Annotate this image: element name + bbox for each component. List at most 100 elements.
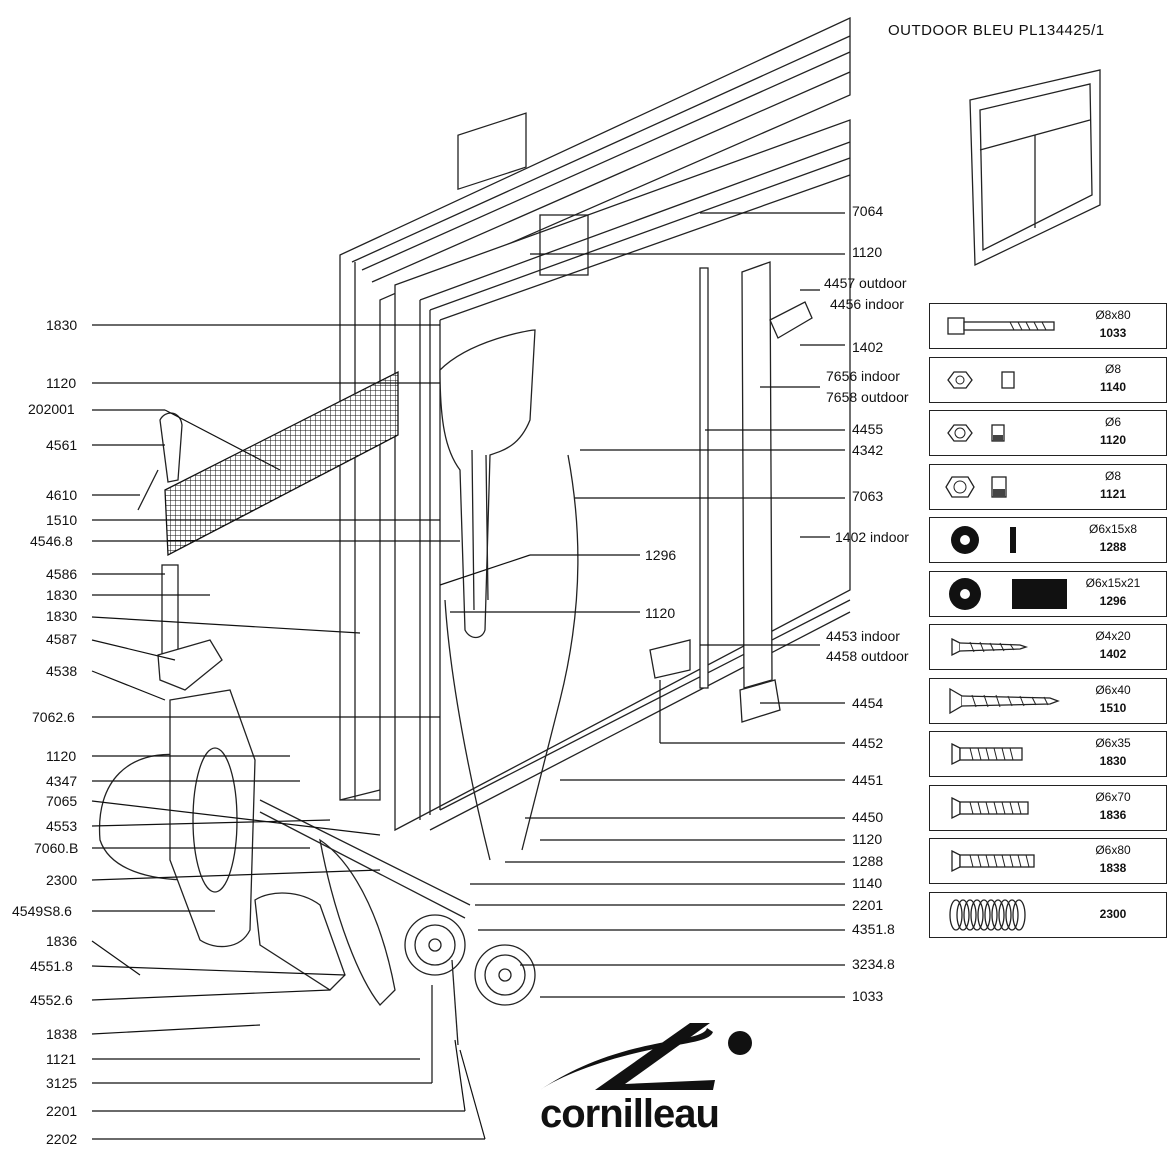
brand-name: cornilleau [540,1092,720,1136]
label-1140: 1140 [852,875,882,891]
label-1296: 1296 [645,547,676,563]
leader-lines [91,212,845,1140]
label-4538: 4538 [46,663,77,679]
legend-code: 1838 [1099,861,1127,875]
label-7062-6: 7062.6 [32,709,75,725]
legend-code: 1510 [1099,700,1127,715]
spacer-icon [949,577,1067,610]
spring-icon [949,898,1026,931]
legend-code: 1288 [1099,540,1127,554]
label-4453: 4453 indoor [826,628,900,644]
wood-screw-icon [951,637,1029,657]
label-4549s8-6: 4549S8.6 [12,903,72,919]
label-3125: 3125 [46,1075,77,1091]
nut-icon [947,370,1015,389]
legend-code: 1402 [1099,647,1127,661]
legend-code: 1121 [1099,486,1127,501]
brace-drawing [444,261,813,861]
label-4452: 4452 [852,735,883,751]
legend-row-1121: Ø8 1121 [929,463,1167,510]
label-4450: 4450 [852,809,883,825]
label-4456: 4456 indoor [830,296,904,312]
label-1836: 1836 [46,933,77,949]
label-4342: 4342 [852,442,883,458]
label-2201-left: 2201 [46,1103,77,1119]
legend-code: 1120 [1099,433,1127,447]
label-4546-8: 4546.8 [30,533,73,549]
legend-code: 1836 [1099,807,1127,822]
label-7063: 7063 [852,488,883,504]
label-4451: 4451 [852,772,883,788]
legend-row-1830: Ø6x35 1830 [929,731,1167,777]
legend-size: Ø6x15x8 [1088,522,1138,536]
legend-size: Ø6x35 [1095,736,1131,750]
label-4586: 4586 [46,566,77,582]
label-3234-8: 3234.8 [852,956,895,972]
label-1830-top: 1830 [46,317,77,333]
label-7658: 7658 outdoor [826,389,909,405]
label-1510: 1510 [46,512,77,528]
label-7064: 7064 [852,203,883,219]
cornilleau-logo-icon [540,1023,752,1090]
lock-nut-icon [945,475,1007,498]
lock-nut-icon [947,424,1005,442]
label-1402: 1402 [852,339,883,355]
label-4551-8: 4551.8 [30,958,73,974]
label-1120-left: 1120 [46,375,76,391]
label-4457: 4457 outdoor [824,275,907,291]
legend-size: Ø8x80 [1095,308,1131,322]
label-4553: 4553 [46,818,77,834]
label-1120-top: 1120 [852,244,882,260]
label-4561: 4561 [46,437,77,453]
label-202001: 202001 [28,401,75,417]
legend-size: Ø6x70 [1095,789,1131,804]
label-1120-mid: 1120 [645,605,675,621]
legend-size: Ø8 [1104,361,1121,376]
label-4454: 4454 [852,695,883,711]
legend-code: 1296 [1099,593,1127,608]
label-1838: 1838 [46,1026,77,1042]
label-4351-8: 4351.8 [852,921,895,937]
net-drawing [164,370,399,557]
legend-row-1836: Ø6x70 1836 [929,784,1167,831]
label-4552-6: 4552.6 [30,992,73,1008]
label-1288: 1288 [852,853,883,869]
table-frame-drawing [339,16,851,832]
label-1830-mid: 1830 [46,587,77,603]
label-4610: 4610 [46,487,77,503]
legend-row-1288: Ø6x15x8 1288 [929,517,1167,563]
bolt-icon [947,317,1055,335]
label-1402-indoor: 1402 indoor [835,529,909,545]
label-7656: 7656 indoor [826,368,900,384]
leg-wheels-drawing [98,689,536,1046]
label-1033: 1033 [852,988,883,1004]
washer-icon [951,526,1016,554]
label-4587: 4587 [46,631,77,647]
legend-code: 1033 [1099,326,1127,340]
label-4458: 4458 outdoor [826,648,909,664]
label-2201-right: 2201 [852,897,883,913]
document-title: OUTDOOR BLEU PL134425/1 [888,22,1105,39]
label-2300: 2300 [46,872,77,888]
legend-size: Ø6 [1104,415,1121,429]
label-1120-low: 1120 [852,831,882,847]
label-4347: 4347 [46,773,77,789]
legend-row-1296: Ø6x15x21 1296 [929,570,1167,617]
legend-code: 1140 [1099,379,1127,394]
legend-row-1402: Ø4x20 1402 [929,624,1167,670]
label-7060-b: 7060.B [34,840,78,856]
machine-screw-icon [951,796,1029,819]
legend-size: Ø6x80 [1095,843,1131,857]
label-1120-leg: 1120 [46,748,76,764]
legend-size: Ø4x20 [1095,629,1131,643]
bracket-drawing [439,329,536,639]
inset-frame-drawing [969,69,1101,267]
label-7065: 7065 [46,793,77,809]
legend-code: 2300 [1099,906,1127,921]
wood-screw-icon [949,687,1060,714]
legend-row-1033: Ø8x80 1033 [929,303,1167,349]
net-post-drawing [137,412,223,691]
legend-size: Ø8 [1104,468,1121,483]
legend-row-1120: Ø6 1120 [929,410,1167,456]
